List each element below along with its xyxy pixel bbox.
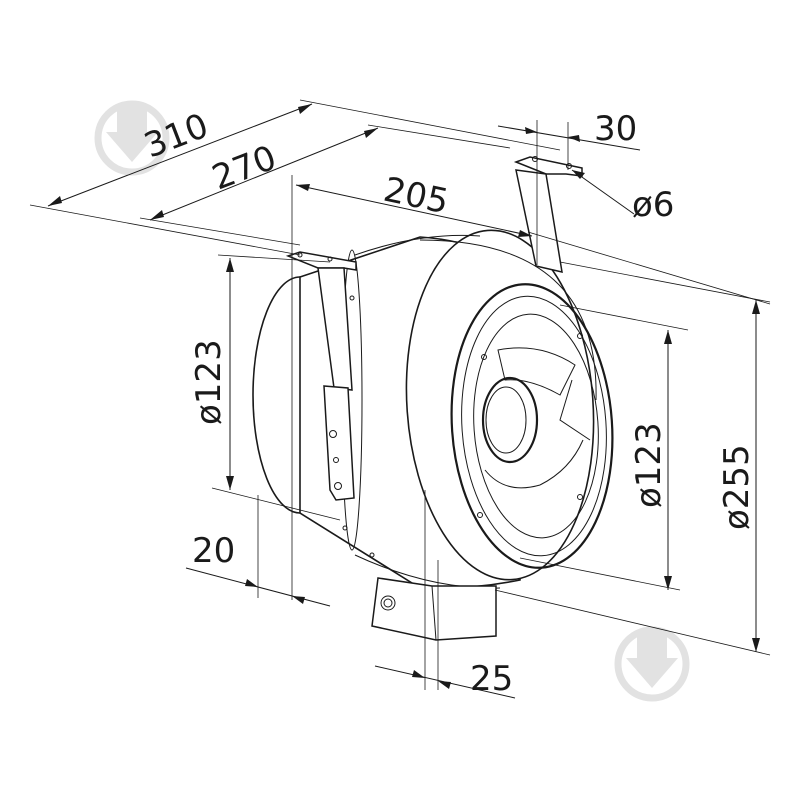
dimension-diameter-123-right-label: ø123	[629, 422, 669, 508]
watermark-top-left-icon	[94, 100, 170, 176]
dimension-diameter-123-right: ø123	[519, 304, 689, 591]
dimension-270-label: 270	[207, 138, 282, 199]
dimension-20-label: 20	[192, 531, 235, 571]
dimension-diameter-6: ø6	[571, 169, 674, 225]
dimension-diameter-255-label: ø255	[717, 444, 757, 530]
dimension-diameter-255: ø255	[494, 261, 771, 656]
dimension-25: 25	[374, 490, 516, 699]
terminal-box	[371, 577, 497, 641]
dimension-20: 20	[185, 495, 331, 607]
dimension-diameter-123-left-label: ø123	[189, 339, 229, 425]
dimension-annotations: 310 270 205 30	[29, 99, 771, 699]
fan-body	[252, 229, 614, 590]
dimension-diameter-123-left: ø123	[189, 254, 341, 521]
dimension-30-label: 30	[594, 109, 637, 149]
watermark-bottom-right-icon	[614, 626, 690, 702]
dimension-310-label: 310	[139, 106, 214, 167]
left-mounting-bracket	[285, 251, 357, 501]
dimension-205-label: 205	[380, 170, 452, 223]
dimension-diameter-6-label: ø6	[632, 185, 674, 225]
dimension-30: 30	[497, 109, 641, 265]
dimension-25-label: 25	[470, 659, 513, 699]
